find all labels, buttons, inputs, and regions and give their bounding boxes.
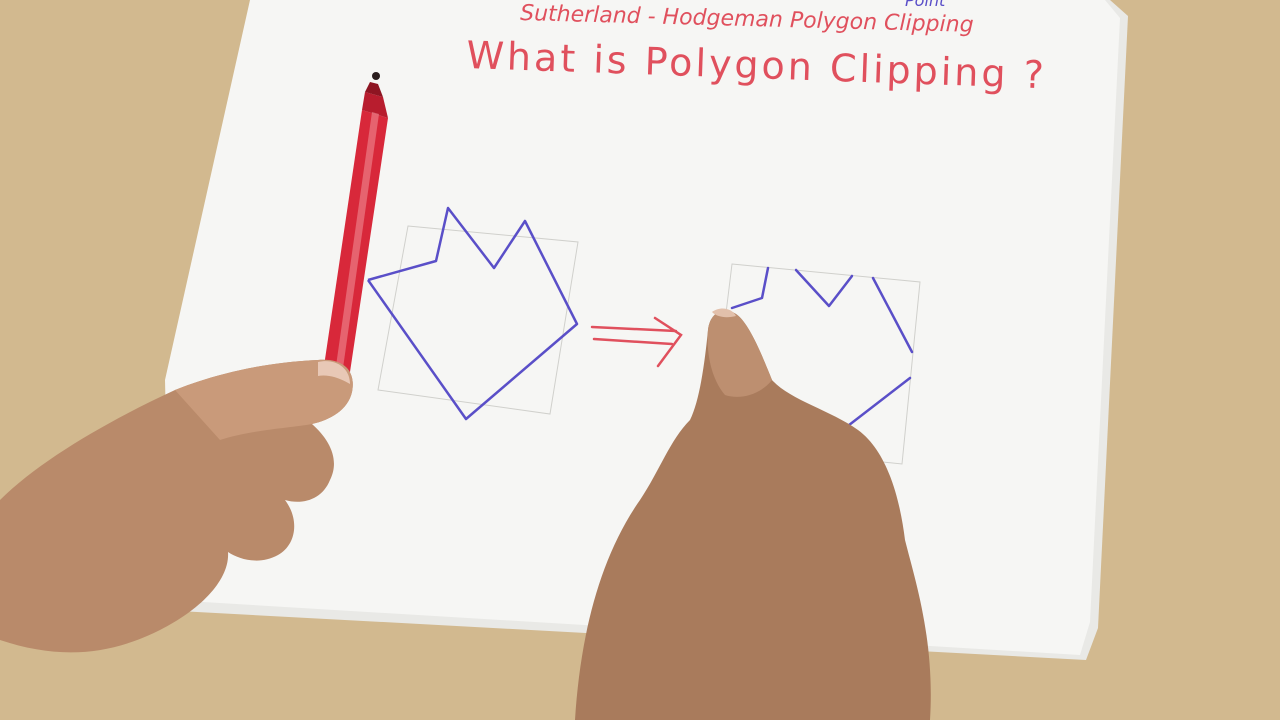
- polygon-after-clipping: [730, 266, 914, 434]
- double-arrow-right-icon: [590, 316, 683, 368]
- right-hand: [575, 308, 931, 720]
- polygon-before-clipping: [366, 206, 579, 421]
- clip-window-before: [377, 225, 579, 415]
- heading-partial: Point: [905, 0, 946, 10]
- left-hand: [0, 359, 353, 653]
- red-pen: [324, 72, 388, 372]
